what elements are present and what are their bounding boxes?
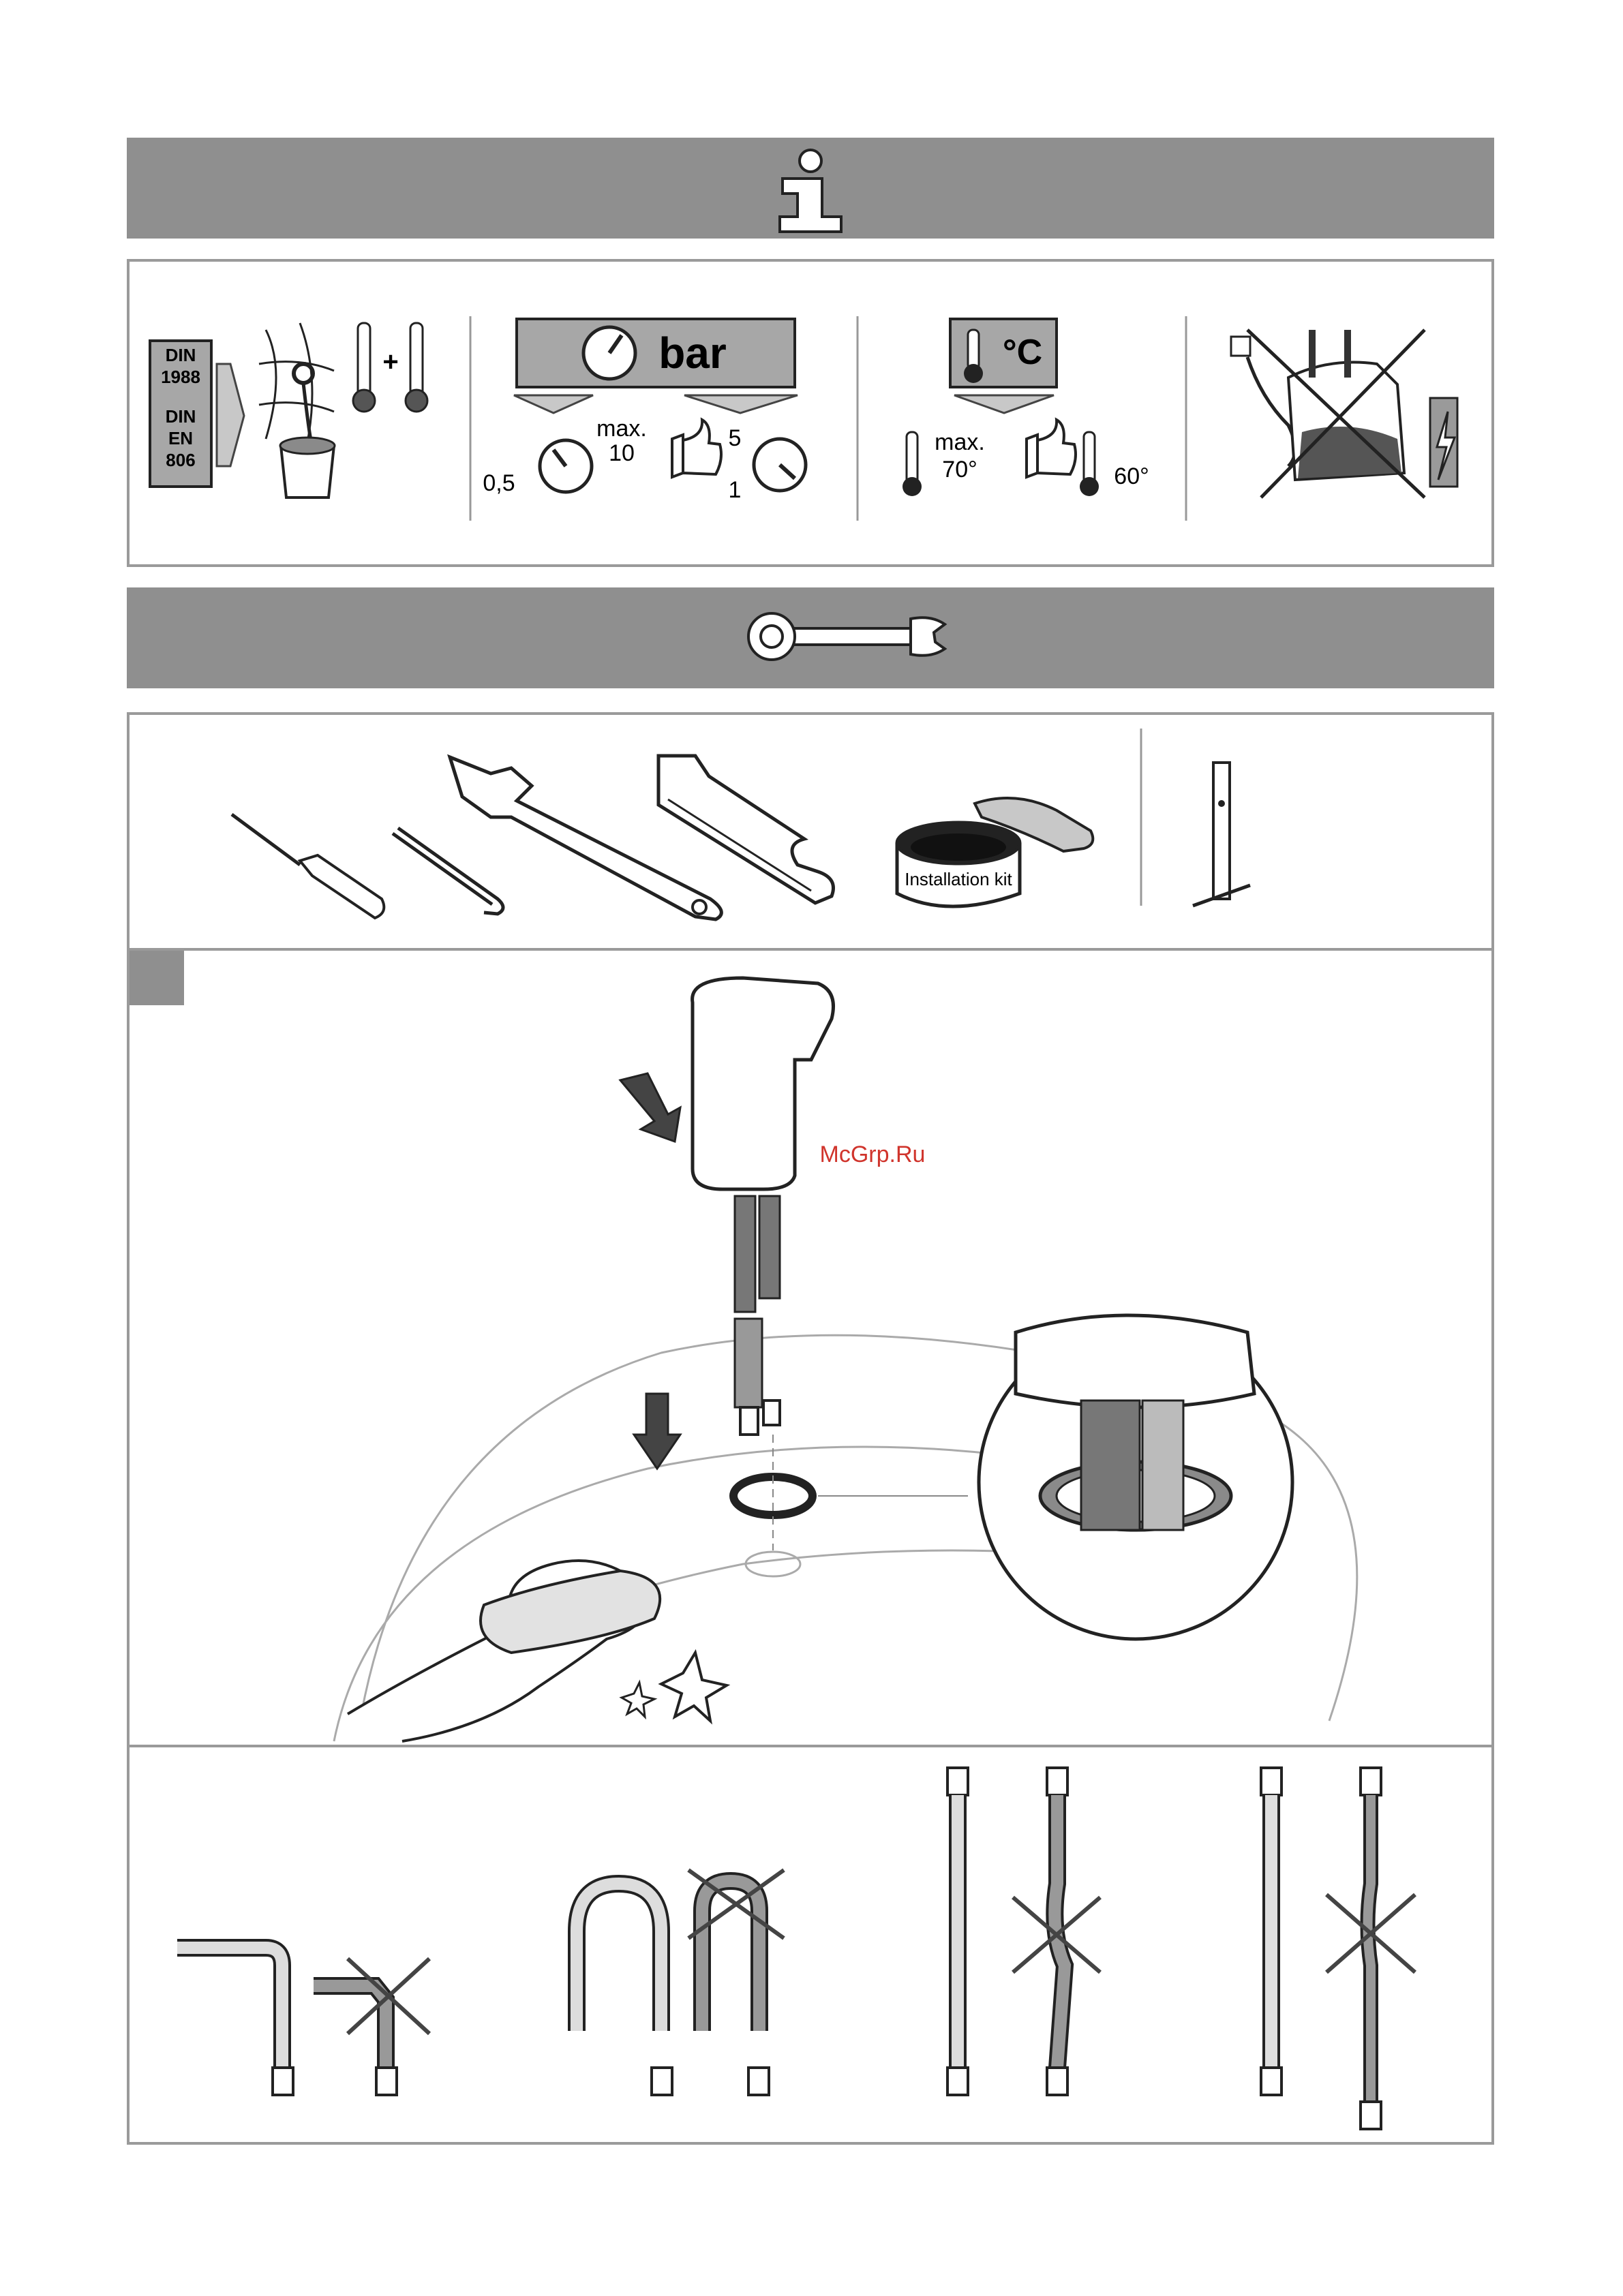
step-marker (130, 951, 184, 1005)
info-panel: DIN 1988 DIN EN 806 + (127, 259, 1494, 567)
hose-twisted (1013, 1768, 1100, 2095)
temperature-box: °C (950, 319, 1057, 387)
temperature-max-value: 70° (942, 457, 977, 483)
info-icon (127, 138, 1494, 239)
installation-kit-label: Installation kit (905, 869, 1012, 889)
hose-u-tight (688, 1870, 784, 2095)
bucket-icon (280, 438, 335, 498)
hose-bend-kinked (314, 1959, 429, 2095)
step-mount-panel: McGrp.Ru (127, 948, 1494, 1747)
thermometer-recommended-icon (1080, 432, 1099, 496)
temperature-rec-value: 60° (1114, 463, 1149, 489)
flex-hoses-upper (735, 1196, 780, 1312)
temperature-max-label: max. (935, 429, 985, 455)
pressure-rec-high: 5 (729, 425, 742, 451)
tools-header-band (127, 587, 1494, 688)
plus-sign: + (382, 347, 398, 377)
hand-with-sponge (348, 1561, 727, 1741)
faucet-mount-drawing: McGrp.Ru (130, 951, 1491, 1745)
wrench-icon (127, 587, 1494, 688)
detail-magnifier (979, 1315, 1292, 1639)
din-line-1: DIN (166, 345, 196, 365)
pressure-box: bar (517, 319, 795, 387)
faucet-body (693, 978, 834, 1189)
hose-handling-panel (127, 1745, 1494, 2145)
pressure-min-value: 0,5 (483, 470, 515, 496)
temperature-unit: °C (1003, 333, 1042, 372)
hacksaw-icon (658, 756, 834, 903)
arrow-down-lower-icon (634, 1394, 680, 1469)
hose-bend-ok (177, 1948, 293, 2095)
watermark-text: McGrp.Ru (820, 1142, 926, 1167)
din-norm-box: DIN 1988 DIN EN 806 (150, 341, 211, 487)
hose-u-ok (577, 1884, 672, 2095)
pressure-rec-low: 1 (729, 477, 742, 503)
socket-tool-icon (1193, 763, 1250, 906)
din-line-3: DIN (166, 406, 196, 427)
info-panel-drawing: DIN 1988 DIN EN 806 + (130, 262, 1491, 564)
hose-straight-ok-2 (1261, 1768, 1281, 2095)
thumbs-up-temperature-icon (1027, 420, 1076, 477)
din-line-5: 806 (166, 450, 195, 470)
no-electric-heater-icon (1231, 330, 1457, 498)
thermometer-hot-icon (406, 323, 427, 412)
arrow-down-upper-icon (620, 1073, 680, 1142)
pressure-max-value: 10 (609, 440, 635, 466)
flex-hoses-lower (735, 1319, 780, 1435)
tools-panel: Installation kit (127, 712, 1494, 951)
pressure-max-label: max. (596, 416, 647, 442)
gauge-recommended-icon (754, 439, 806, 491)
din-line-2: 1988 (161, 367, 200, 387)
hose-stretched (1326, 1768, 1415, 2129)
hose-straight-ok-1 (947, 1768, 968, 2095)
gauge-max-icon (540, 440, 592, 492)
installation-kit-icon: Installation kit (897, 798, 1093, 906)
thermometer-warm-icon (353, 323, 375, 412)
info-header-band (127, 138, 1494, 239)
hex-key-icon (393, 828, 503, 914)
din-line-4: EN (168, 428, 193, 448)
thumbs-up-pressure-icon (672, 420, 721, 477)
screwdriver-icon (232, 814, 384, 918)
pressure-unit: bar (658, 328, 727, 378)
hose-handling-drawing (130, 1747, 1491, 2142)
tools-drawing: Installation kit (130, 715, 1491, 948)
thermometer-max-icon (902, 432, 922, 496)
flush-pipes-icon (259, 323, 334, 446)
